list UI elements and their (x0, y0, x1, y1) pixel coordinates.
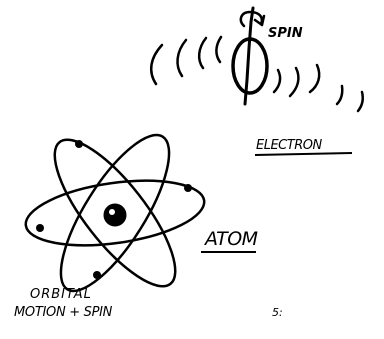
spin-axis (245, 8, 253, 104)
atom-label: ATOM (203, 228, 258, 250)
orbit-electron (75, 140, 83, 148)
orbital-caption-line1: ORBITAL (30, 287, 92, 302)
electron-figure (151, 8, 363, 111)
electron-underline (255, 153, 352, 155)
orbital-caption-line2: MOTION + SPIN (14, 305, 113, 320)
orbit-electron (36, 224, 44, 232)
spin-label: SPIN (268, 26, 303, 41)
atom-icon (22, 121, 209, 305)
vibration-lines-left (151, 37, 221, 84)
nucleus (105, 205, 125, 225)
orbit-electron (184, 184, 192, 192)
orbit-electron (93, 271, 101, 279)
corner-mark: 5: (272, 306, 283, 319)
electron-label: ELECTRON (256, 138, 322, 153)
vibration-lines-right (274, 65, 363, 111)
